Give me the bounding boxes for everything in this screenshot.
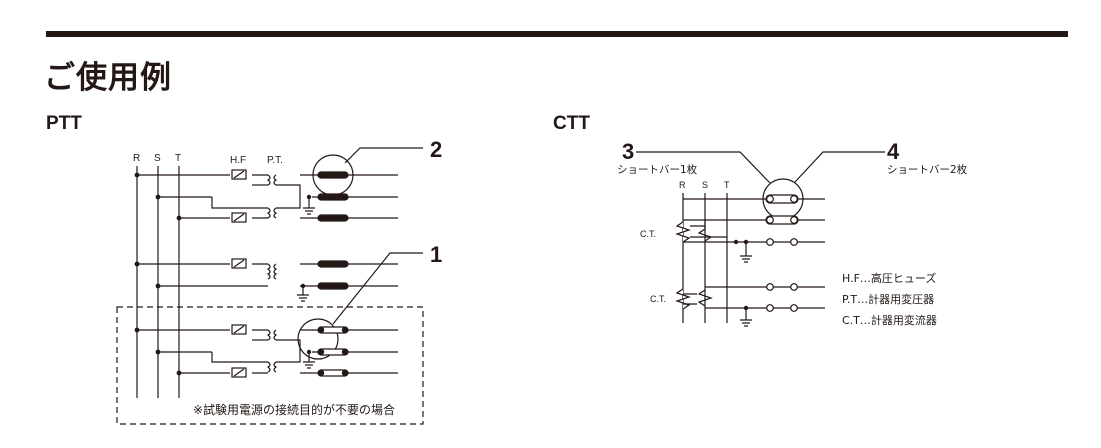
ptt-callout-circle-1 — [297, 318, 339, 360]
ptt-callout-number-2: 2 — [430, 137, 442, 162]
ptt-callout-leader-1 — [332, 252, 423, 325]
ctt-terminals-1 — [765, 194, 799, 246]
ptt-phase-s-label: S — [154, 153, 161, 164]
ctt-callout-label-3: ショートバー1枚 — [617, 163, 698, 176]
ptt-optional-area — [116, 306, 424, 425]
ptt-fuse-1a — [231, 169, 247, 180]
ptt-ground-2 — [297, 286, 309, 302]
ptt-hf-label: H.F — [230, 155, 246, 166]
ptt-callout-leader-2 — [344, 147, 423, 164]
ctt-callout-label-4: ショートバー2枚 — [887, 163, 968, 176]
ctt-secondary-coil-2 — [697, 289, 713, 307]
ctt-legend-ct: C.T…計器用変流器 — [842, 313, 937, 327]
ptt-pt-label: P.T. — [267, 155, 283, 166]
ctt-ground-2 — [740, 308, 752, 327]
ctt-callout-number-4: 4 — [887, 139, 900, 164]
ptt-transformer-3b — [266, 361, 278, 373]
page-title: ご使用例 — [44, 60, 172, 96]
ctt-callout-number-3: 3 — [622, 139, 634, 164]
ptt-phase-t-label: T — [175, 153, 181, 164]
ptt-transformer-3a — [266, 329, 278, 341]
ptt-transformer-2 — [266, 263, 278, 280]
ctt-phase-s-label: S — [702, 180, 708, 190]
ptt-callout-number-1: 1 — [430, 242, 442, 267]
ctt-ct-coil-2 — [675, 288, 691, 310]
ctt-diagram: 3 ショートバー1枚 4 ショートバー2枚 R S T C.T. C.T. — [617, 139, 968, 327]
ctt-legend-hf: H.F…高圧ヒューズ — [842, 271, 936, 285]
ptt-fuse-3a — [231, 324, 247, 335]
ptt-transformer-1a — [266, 174, 278, 186]
ctt-ground-1 — [740, 242, 752, 263]
ptt-diagram: R S T H.F P.T. — [116, 137, 442, 425]
ctt-secondary-coil-1 — [697, 220, 713, 242]
ctt-callout-leader-4 — [794, 151, 885, 183]
ctt-section-title: CTT — [553, 113, 590, 134]
ptt-fuse-2 — [231, 258, 247, 269]
ctt-callout-leader-3 — [636, 151, 771, 184]
ptt-transformer-1b — [266, 207, 278, 219]
ptt-ground-1 — [303, 197, 315, 215]
ptt-terminals-1 — [317, 171, 349, 222]
ctt-ct-label-2: C.T. — [650, 294, 666, 304]
ptt-terminals-3 — [317, 326, 349, 377]
ptt-fuse-1c — [231, 212, 247, 223]
ptt-note: ※試験用電源の接続目的が不要の場合 — [193, 402, 395, 417]
ctt-ct-label-1: C.T. — [640, 229, 656, 239]
ctt-terminals-2 — [766, 283, 798, 312]
ptt-section-title: PTT — [46, 113, 82, 134]
ctt-phase-r-label: R — [679, 180, 686, 190]
ctt-phase-t-label: T — [724, 180, 730, 190]
ptt-terminals-2 — [317, 260, 349, 290]
ctt-ct-coil-1 — [675, 221, 691, 243]
ptt-fuse-3c — [231, 367, 247, 378]
ptt-phase-r-label: R — [133, 153, 140, 164]
header-rule — [46, 31, 1068, 37]
ctt-legend-pt: P.T…計器用変圧器 — [842, 292, 934, 306]
